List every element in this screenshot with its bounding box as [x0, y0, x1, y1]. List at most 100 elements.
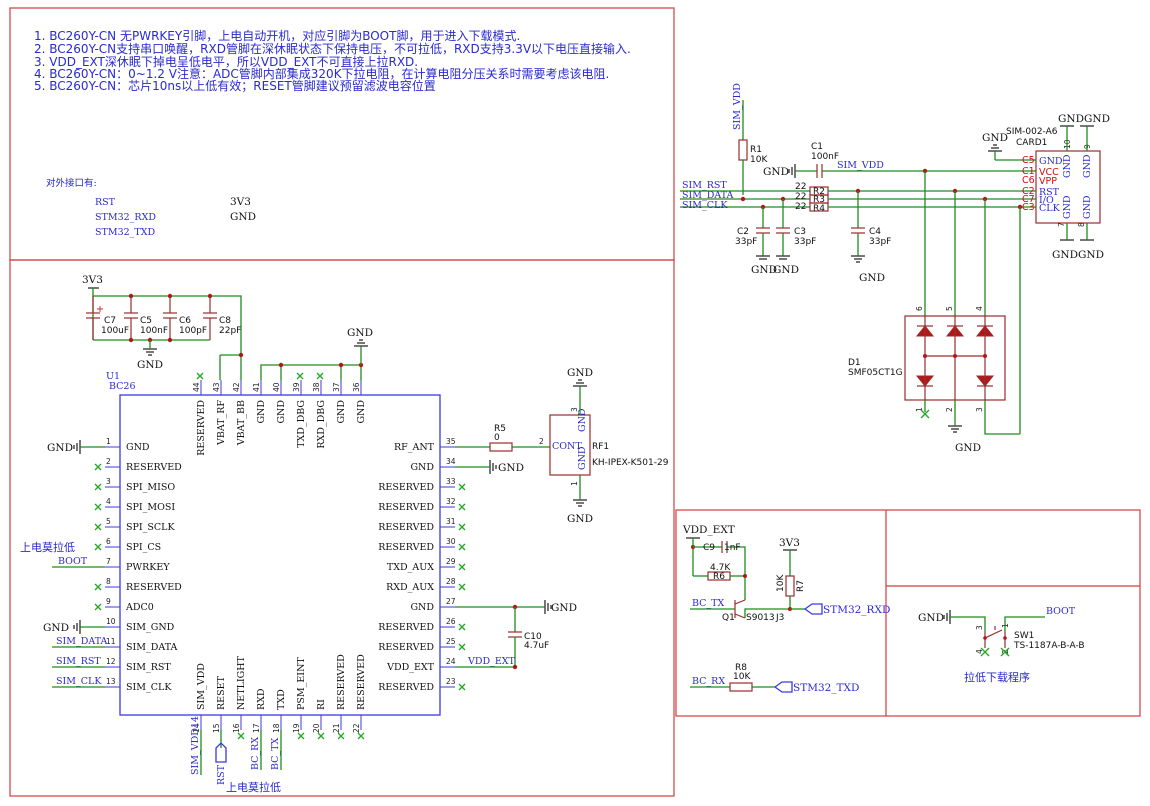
right-pin-name: VDD_EXT: [386, 662, 435, 673]
c1-gnd: GND: [763, 166, 789, 178]
bottom-pin-name: SIM_VDD: [196, 663, 207, 710]
sw-boot: BOOT: [1046, 606, 1076, 617]
rf-connector: CONT 2 GND GND GND GND 3 1 RF1 KH-IPEX-K…: [539, 367, 669, 525]
r5-ref: R5: [494, 424, 506, 434]
j3-ref: J3: [775, 613, 784, 623]
right-pin-num: 28: [446, 577, 456, 586]
card-pin-name: VCC: [1039, 167, 1059, 178]
top-pin-num: 42: [232, 382, 241, 392]
c9-ref: C9: [703, 543, 715, 553]
left-pin-num: 2: [106, 457, 111, 466]
right-pin-name: RESERVED: [378, 622, 434, 633]
r4-value: 22: [795, 202, 806, 212]
tvs-d1: 6 5 4 1 2 3 D1 SMF05CT1G GND: [848, 171, 1021, 454]
top-pin-num: 37: [332, 382, 341, 392]
note-3: 3. VDD_EXT深休眠下掉电呈低电平，所以VDD_EXT不可直接上拉RXD.: [34, 54, 418, 69]
module-frame: [9, 259, 675, 797]
interface-title: 对外接口有:: [46, 177, 97, 189]
left-pin-name: SIM_DATA: [126, 642, 178, 653]
uart-stm32-rxd: STM32_RXD: [823, 604, 890, 616]
note-2: 2. BC260Y-CN支持串口唤醒，RXD管脚在深休眠状态下保持电压，不可拉低…: [34, 41, 631, 56]
r8-ref: R8: [735, 663, 747, 673]
svg-text:GND: GND: [1062, 154, 1073, 178]
uart-bc-rx: BC_RX: [692, 676, 725, 687]
left-pin-name: SPI_MISO: [126, 482, 175, 493]
left-pin-name: SPI_CS: [126, 542, 161, 553]
caps-gnd: GND: [137, 359, 163, 371]
right-pin-num: 27: [446, 597, 456, 606]
svg-text:GND: GND: [1082, 195, 1093, 219]
card-ref: CARD1: [1016, 138, 1047, 148]
left-pin-num: 12: [106, 657, 116, 666]
card-pin7: 7: [1057, 222, 1066, 227]
sw-caption: 拉低下载程序: [964, 670, 1030, 684]
left-pin-name: SIM_GND: [126, 622, 175, 633]
r8-value: 10K: [733, 672, 751, 682]
bottom-pin-num: 21: [332, 723, 341, 733]
rf-pin1: 1: [570, 481, 579, 486]
c1-ref: C1: [811, 142, 823, 152]
right-pin-name: RESERVED: [378, 502, 434, 513]
top-pin-num: 41: [252, 382, 261, 392]
pin10-gnd: GND: [43, 622, 69, 634]
d1-gnd: GND: [955, 442, 981, 454]
boot-switch: GND BOOT 3 1 4 2 SW1 TS-1187A-B-A-B 拉低下载…: [918, 606, 1085, 684]
pull-low-note-bottom: 上电莫拉低: [226, 780, 281, 794]
r4-ref: R4: [813, 204, 825, 214]
c7-value: 100uF: [101, 326, 129, 336]
c6-ref: C6: [179, 316, 191, 326]
rf-body: [549, 414, 591, 476]
module-u1: U1 BC26 1GND2RESERVED3SPI_MISO4SPI_MOSI5…: [20, 327, 577, 794]
sim-rst-label: SIM_RST: [682, 180, 727, 191]
d1-pin2: 2: [945, 407, 954, 412]
note-4: 4. BC260Y-CN：0~1.2 V注意：ADC管脚内部集成320K下拉电阻…: [34, 66, 609, 81]
card-pin8: 8: [1077, 222, 1086, 227]
bottom-pin-num: 16: [232, 723, 241, 733]
v3v3-supply: 3V3: [779, 537, 800, 549]
top-pin-num: 36: [352, 382, 361, 392]
top-pin-name: GND: [336, 400, 347, 424]
bottom-pin-num: 17: [252, 723, 261, 733]
right-pin-name: GND: [410, 602, 434, 613]
left-pin-num: 4: [106, 497, 111, 506]
right-pin-num: 26: [446, 617, 456, 626]
right-pin-name: RESERVED: [378, 522, 434, 533]
card-pin-num: C7: [1022, 194, 1035, 205]
left-pin-name: RESERVED: [126, 462, 182, 473]
top-pin-name: RESERVED: [196, 400, 207, 456]
right-pin-num: 35: [446, 437, 456, 446]
top-pin-num: 39: [292, 382, 301, 392]
interface-gnd: GND: [230, 211, 256, 223]
sim-vdd-net: SIM_VDD: [837, 160, 884, 171]
bottom-pin-num: 19: [292, 723, 301, 733]
u1-ref: U1: [106, 371, 120, 382]
module-body: [119, 394, 441, 716]
c7-ref: C7: [104, 316, 116, 326]
d1-pin6: 6: [915, 306, 924, 311]
card-pin-name: VPP: [1039, 176, 1057, 187]
left-pin-num: 13: [106, 677, 116, 686]
left-pin-num: 9: [106, 597, 111, 606]
c4-ref: C4: [869, 227, 881, 237]
note-1: 1. BC260Y-CN 无PWRKEY引脚，上电自动开机，对应引脚为BOOT脚…: [34, 28, 520, 43]
r5-value: 0: [494, 433, 500, 443]
bottom-pin-num: 14: [192, 723, 201, 733]
boot-net: BOOT: [58, 556, 88, 567]
sim-section: SIM_VDD R1 10K GND C1 100nF SIM_VDD SIM_…: [680, 83, 1110, 284]
rf-value: KH-IPEX-K501-29: [592, 458, 669, 468]
sim-clk-label: SIM_CLK: [682, 200, 728, 211]
sw-pin4: 4: [975, 649, 984, 654]
sw-part: TS-1187A-B-A-B: [1013, 641, 1085, 651]
sim-card-body: [1035, 150, 1101, 224]
left-pin-num: 11: [106, 637, 116, 646]
left-pin-name: SPI_MOSI: [126, 502, 175, 513]
left-pin-num: 10: [106, 617, 116, 626]
card-pin-name: I/O: [1039, 195, 1054, 206]
r2-value: 22: [795, 182, 806, 192]
notes: 1. BC260Y-CN 无PWRKEY引脚，上电自动开机，对应引脚为BOOT脚…: [34, 28, 631, 93]
left-pin-num: 5: [106, 517, 111, 526]
c5-ref: C5: [140, 316, 152, 326]
c4-value: 33pF: [869, 237, 891, 247]
right-pin-num: 32: [446, 497, 456, 506]
